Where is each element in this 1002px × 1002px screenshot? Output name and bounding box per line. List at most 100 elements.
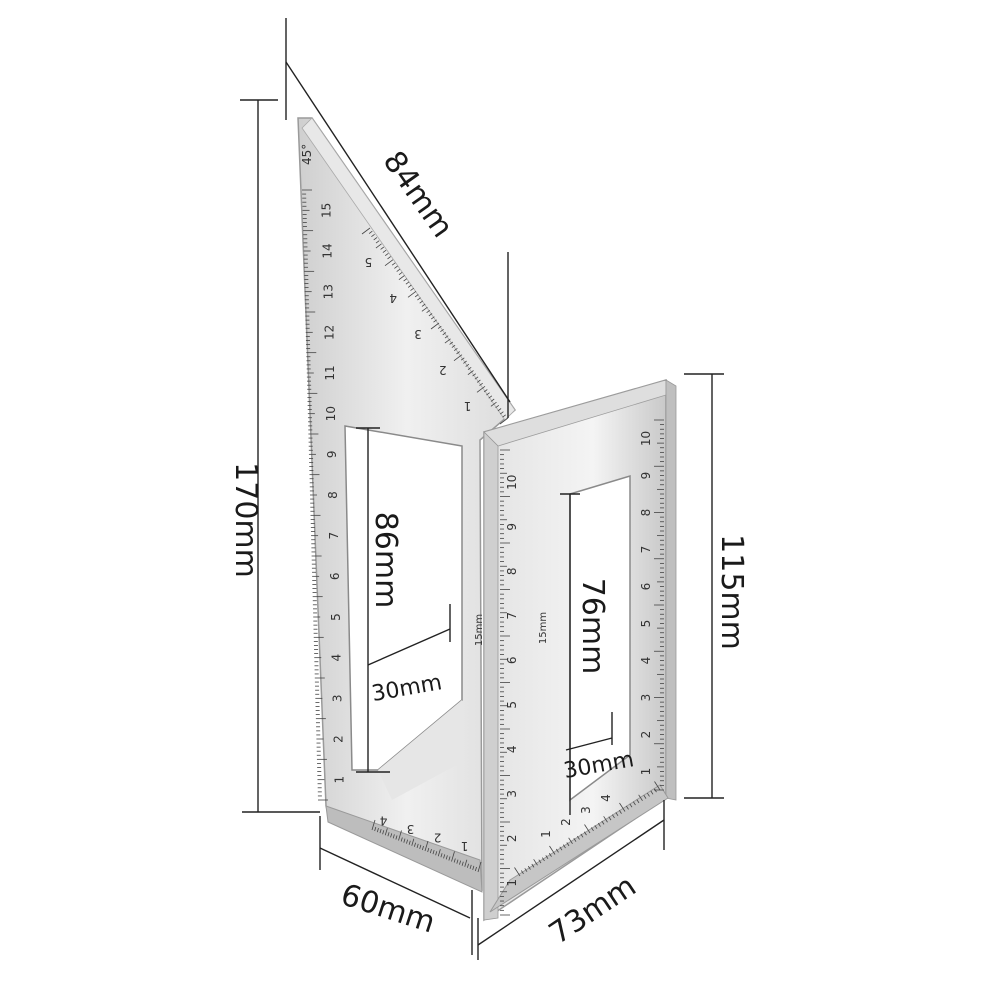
right-scale-number: 9	[505, 523, 519, 531]
hypotenuse-scale-tick	[490, 398, 495, 402]
hypotenuse-scale-tick	[440, 329, 444, 333]
left-scale-number: 8	[326, 491, 340, 499]
left-bottom-scale-number: 2	[434, 830, 442, 844]
left-ruler-body	[297, 117, 517, 893]
left-bottom-scale-tick	[427, 847, 430, 853]
hypotenuse-scale-tick	[384, 253, 389, 257]
hypotenuse-scale-tick	[453, 348, 458, 352]
hypotenuse-scale-tick	[426, 310, 431, 314]
right-bottom-scale-tick	[590, 827, 594, 832]
hypotenuse-scale-number: 2	[439, 363, 447, 377]
hypotenuse-scale-tick	[430, 322, 440, 330]
hypotenuse-scale-tick	[488, 395, 493, 399]
hypotenuse-scale-tick	[463, 360, 467, 364]
left-bottom-scale-tick	[467, 863, 469, 868]
hypotenuse-scale-tick	[407, 291, 417, 298]
hypotenuse-scale-tick	[433, 319, 437, 323]
right-bottom-scale-tick	[625, 805, 629, 810]
right-outer-scale-number: 3	[639, 694, 653, 702]
right-bottom-scale-tick	[580, 833, 584, 838]
hypotenuse-scale-tick	[361, 227, 371, 235]
right-bottom-scale-tick	[608, 816, 612, 821]
hypotenuse-scale-tick	[403, 278, 408, 282]
right-bottom-scale-tick	[601, 820, 605, 825]
right-scale-number: 6	[505, 656, 519, 664]
left-bottom-scale-tick	[474, 866, 477, 872]
left-scale-number: 14	[320, 243, 334, 258]
right-bottom-scale-number: 4	[599, 794, 613, 802]
hypotenuse-scale-tick	[479, 382, 483, 386]
right-bottom-scale-tick	[646, 792, 650, 797]
label-76mm: 76mm	[575, 578, 610, 675]
left-bottom-scale-tick	[390, 833, 393, 838]
hypotenuse-scale-tick	[451, 344, 456, 348]
right-bottom-scale-tick	[562, 844, 566, 849]
left-bottom-scale-tick	[453, 858, 456, 863]
right-scale-number: 8	[505, 567, 519, 575]
left-scale-number: 2	[332, 735, 346, 743]
left-bottom-scale-tick	[437, 849, 441, 857]
right-bottom-scale-tick	[514, 867, 521, 877]
left-scale-number: 10	[324, 406, 338, 421]
dim-line-60	[319, 847, 471, 919]
left-scale-number: 4	[330, 654, 344, 662]
right-bottom-scale-tick	[573, 837, 577, 842]
hypotenuse-scale-tick	[453, 354, 463, 361]
left-bottom-scale-tick	[469, 864, 472, 869]
right-bottom-scale-tick	[618, 810, 622, 814]
label-170mm: 170mm	[228, 462, 263, 578]
hypotenuse-scale-tick	[375, 240, 380, 244]
right-bottom-scale-tick	[650, 790, 654, 795]
hypotenuse-scale-tick	[398, 272, 403, 276]
hypotenuse-scale-tick	[410, 287, 414, 291]
right-bottom-scale-tick	[594, 825, 598, 829]
right-bottom-scale-tick	[538, 859, 542, 864]
left-bottom-scale-tick	[445, 855, 448, 860]
right-bottom-scale-number: 3	[579, 806, 593, 814]
hypotenuse-scale-tick	[368, 230, 373, 234]
hypotenuse-scale-tick	[371, 234, 375, 238]
label-86mm: 86mm	[368, 512, 403, 609]
hypotenuse-scale-tick	[407, 284, 412, 288]
hypotenuse-scale-tick	[414, 294, 419, 298]
right-scale-number: 5	[505, 701, 519, 709]
hypotenuse-scale-number: 1	[464, 399, 472, 413]
right-bottom-scale-tick	[576, 835, 580, 840]
right-bottom-scale-tick	[597, 822, 601, 827]
left-bottom-scale-tick	[421, 845, 424, 851]
right-bottom-scale-tick	[636, 799, 640, 804]
right-ruler-body	[483, 379, 677, 922]
left-bottom-scale-tick	[443, 854, 446, 859]
left-bottom-scale-tick	[408, 840, 411, 845]
dim-line-30-right	[565, 737, 613, 751]
right-bottom-scale-number: 1	[539, 830, 553, 838]
right-outer-scale-number: 6	[639, 583, 653, 591]
right-bottom-scale-tick	[615, 812, 619, 817]
hypotenuse-scale-tick	[502, 414, 506, 418]
hypotenuse-scale-tick	[437, 325, 442, 329]
right-bottom-scale-tick	[545, 855, 549, 860]
right-bottom-scale-tick	[524, 868, 528, 872]
left-bottom-scale-tick	[477, 861, 482, 873]
dim-line-84	[285, 61, 511, 403]
left-scale-number: 9	[325, 451, 339, 459]
label-60mm: 60mm	[337, 877, 440, 940]
left-bottom-scale-tick	[387, 832, 390, 837]
left-bottom-scale-number: 3	[407, 822, 415, 836]
left-scale-number: 13	[321, 284, 335, 299]
left-scale-number: 1	[333, 776, 347, 784]
dim-line-73	[477, 819, 665, 946]
left-bottom-scale-tick	[411, 838, 415, 846]
right-bottom-scale-tick	[568, 837, 573, 844]
hypotenuse-scale-tick	[490, 401, 497, 407]
hypotenuse-scale-tick	[398, 275, 405, 281]
right-bottom-scale-tick	[520, 870, 524, 875]
right-bottom-scale-tick	[541, 857, 545, 862]
hypotenuse-scale-tick	[497, 408, 502, 412]
left-bottom-scale-tick	[379, 829, 382, 834]
